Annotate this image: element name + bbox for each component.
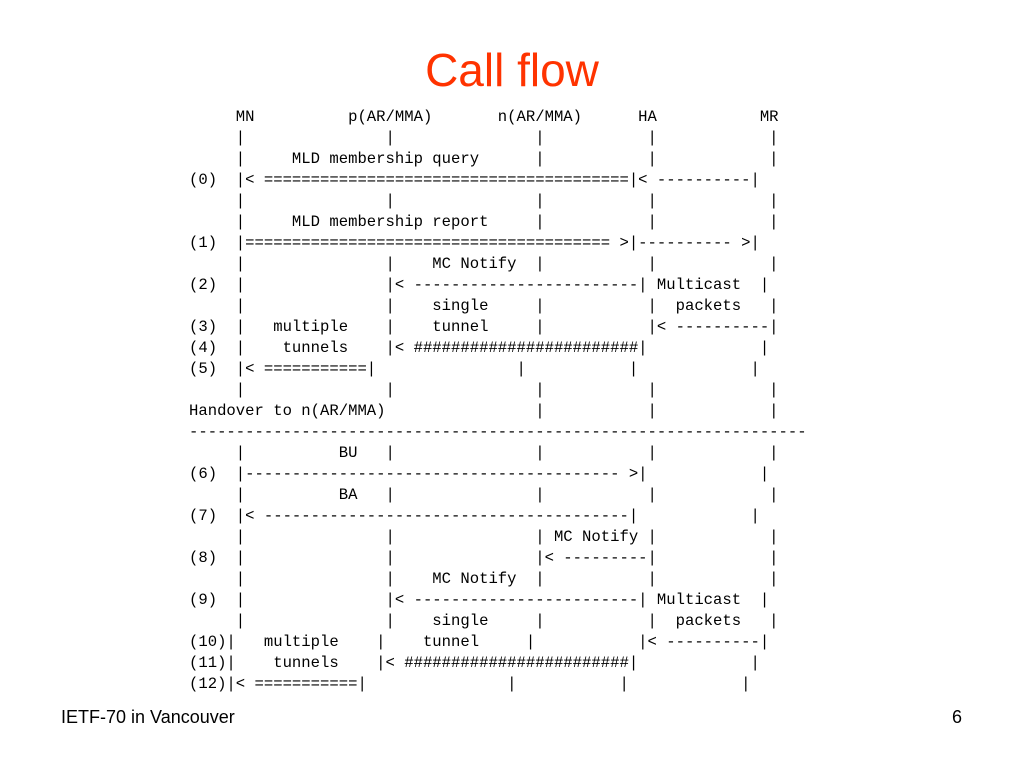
diagram-line: | MLD membership query | | | (189, 150, 779, 168)
diagram-line: (7) |< ---------------------------------… (189, 507, 760, 525)
diagram-line: (10)| multiple | tunnel | |< ----------| (189, 633, 770, 651)
call-flow-diagram: MN p(AR/MMA) n(AR/MMA) HA MR | | | | | |… (189, 107, 807, 695)
diagram-line: (12)|< ===========| | | | (189, 675, 751, 693)
diagram-line: (0) |< =================================… (189, 171, 760, 189)
diagram-line: | | | | | (189, 129, 779, 147)
diagram-line: | BA | | | | (189, 486, 779, 504)
footer-event-label: IETF-70 in Vancouver (61, 707, 235, 727)
diagram-line: ----------------------------------------… (189, 423, 807, 441)
diagram-line: | | single | | packets | (189, 297, 779, 315)
diagram-line: | BU | | | | (189, 444, 779, 462)
diagram-line: (6) |-----------------------------------… (189, 465, 770, 483)
diagram-line: | | MC Notify | | | (189, 255, 779, 273)
diagram-line: | | single | | packets | (189, 612, 779, 630)
slide-page-number: 6 (951, 707, 962, 727)
slide-title: Call flow (425, 44, 599, 96)
diagram-line: (1) |===================================… (189, 234, 760, 252)
diagram-line: | | MC Notify | | | (189, 570, 779, 588)
diagram-line: | | | MC Notify | | (189, 528, 779, 546)
diagram-line: (4) | tunnels |< #######################… (189, 339, 770, 357)
diagram-line: (11)| tunnels |< #######################… (189, 654, 760, 672)
diagram-line: (5) |< ===========| | | | (189, 360, 760, 378)
diagram-line: (8) | | |< ---------| | (189, 549, 779, 567)
diagram-line: | | | | | (189, 192, 779, 210)
diagram-line: (3) | multiple | tunnel | |< ----------| (189, 318, 779, 336)
diagram-line: | | | | | (189, 381, 779, 399)
diagram-line: (9) | |< ------------------------| Multi… (189, 591, 770, 609)
diagram-line: Handover to n(AR/MMA) | | | (189, 402, 779, 420)
diagram-line: (2) | |< ------------------------| Multi… (189, 276, 770, 294)
diagram-line: | MLD membership report | | | (189, 213, 779, 231)
diagram-line: MN p(AR/MMA) n(AR/MMA) HA MR (189, 108, 779, 126)
